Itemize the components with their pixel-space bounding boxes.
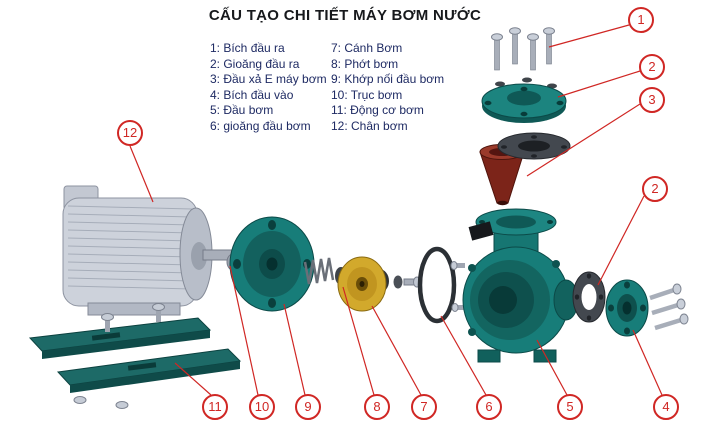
page-title: CẤU TẠO CHI TIẾT MÁY BƠM NƯỚC bbox=[208, 7, 482, 24]
legend-item: 11: Động cơ bơm bbox=[331, 103, 424, 117]
outlet-flange-cover bbox=[481, 83, 567, 123]
callout-3: 3 bbox=[639, 87, 665, 113]
callout-5: 5 bbox=[557, 394, 583, 420]
legend-item: 10: Trục bơm bbox=[331, 87, 403, 102]
outlet-gasket bbox=[497, 132, 571, 160]
legend-item: 5: Đầu bơm bbox=[210, 103, 274, 117]
legend-item: 3: Đầu xả E máy bơm bbox=[210, 72, 327, 86]
motor bbox=[62, 185, 249, 316]
inlet-gasket bbox=[572, 271, 606, 323]
callout-10: 10 bbox=[249, 394, 275, 420]
shaft-washer-bolt bbox=[393, 275, 421, 289]
callout-8: 8 bbox=[364, 394, 390, 420]
mid-bolts bbox=[450, 261, 466, 312]
callout-9: 9 bbox=[295, 394, 321, 420]
legend-item: 12: Chân bơm bbox=[331, 118, 408, 133]
o-ring-gasket bbox=[417, 246, 457, 324]
legend-column-2: 7: Cánh Bơm 8: Phớt bơm 9: Khớp nối đầu … bbox=[331, 41, 444, 134]
legend-item: 2: Gioăng đầu ra bbox=[210, 56, 300, 71]
callout-6: 6 bbox=[476, 394, 502, 420]
legend-column-1: 1: Bích đầu ra 2: Gioăng đầu ra 3: Đầu x… bbox=[210, 41, 327, 134]
rail-bolts bbox=[73, 303, 165, 409]
base-rails bbox=[28, 317, 242, 393]
legend-item: 7: Cánh Bơm bbox=[331, 41, 403, 55]
legend-item: 8: Phớt bơm bbox=[331, 56, 399, 71]
legend-item: 9: Khớp nối đầu bơm bbox=[331, 72, 445, 86]
top-bolts bbox=[491, 27, 557, 89]
legend-item: 1: Bích đầu ra bbox=[210, 41, 285, 55]
callout-2-top: 2 bbox=[639, 54, 665, 80]
pump-housing bbox=[462, 208, 579, 363]
inlet-flange bbox=[605, 279, 649, 337]
callout-11: 11 bbox=[202, 394, 228, 420]
callout-1: 1 bbox=[628, 7, 654, 33]
callout-2-right: 2 bbox=[642, 176, 668, 202]
right-bolts bbox=[649, 283, 689, 331]
impeller bbox=[337, 256, 389, 312]
callout-7: 7 bbox=[411, 394, 437, 420]
legend-item: 4: Bích đầu vào bbox=[210, 87, 294, 102]
callout-12: 12 bbox=[117, 120, 143, 146]
coupling-flange bbox=[226, 216, 315, 312]
callout-leader-lines bbox=[129, 24, 663, 396]
legend-item: 6: gioăng đầu bơm bbox=[210, 118, 311, 133]
callout-4: 4 bbox=[653, 394, 679, 420]
